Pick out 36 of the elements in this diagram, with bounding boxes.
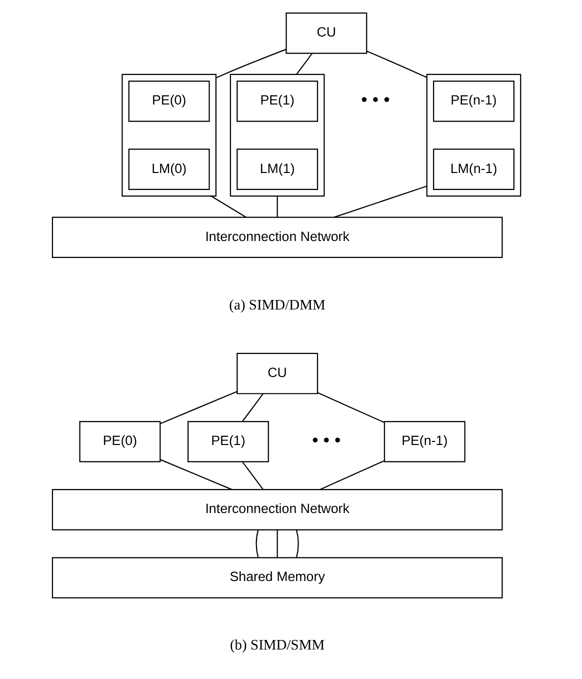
node-box: LM(1) [236, 148, 318, 190]
cluster [122, 74, 216, 197]
connector [160, 459, 232, 490]
label: (a) SIMD/DMM [229, 297, 326, 314]
connector [242, 393, 264, 422]
connector [216, 48, 286, 78]
node-box: Interconnection Network [52, 216, 503, 258]
node-box: PE(1) [236, 80, 318, 122]
cluster [230, 74, 325, 197]
node-box: LM(n-1) [433, 148, 514, 190]
connector [334, 186, 428, 218]
node-box: CU [236, 352, 318, 394]
connector [256, 530, 259, 558]
connector [276, 530, 278, 558]
connector [276, 196, 278, 218]
connector [296, 530, 299, 558]
connector [366, 50, 428, 78]
connector [320, 460, 385, 490]
node-box: Interconnection Network [52, 489, 503, 530]
label: (b) SIMD/SMM [230, 638, 325, 654]
node-box: Shared Memory [52, 557, 503, 598]
cluster [426, 74, 522, 197]
node-box: PE(1) [188, 420, 269, 462]
node-box: CU [286, 12, 368, 54]
connector [242, 461, 264, 490]
connector [210, 196, 246, 218]
node-box: PE(0) [128, 80, 210, 122]
label: • • • [361, 89, 390, 110]
connector [296, 53, 313, 75]
node-box: PE(n-1) [433, 80, 514, 122]
node-box: PE(n-1) [384, 420, 466, 462]
label: • • • [312, 430, 341, 450]
node-box: LM(0) [128, 148, 210, 190]
connector [160, 391, 238, 424]
node-box: PE(0) [79, 420, 161, 462]
connector [317, 392, 385, 424]
